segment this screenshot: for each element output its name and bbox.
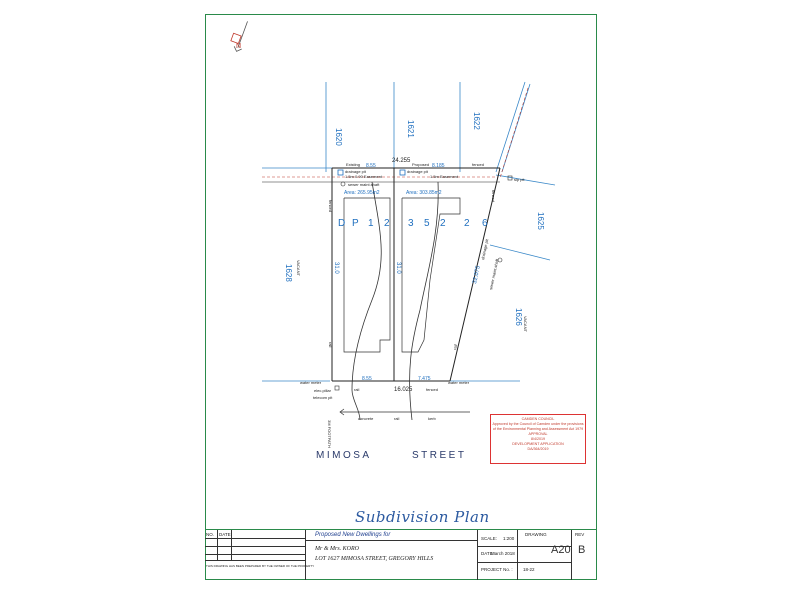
tb-note: THIS DRAWING HAS BEEN PREPARED BY THE OW… bbox=[206, 564, 315, 568]
svg-text:Area: 265.95m2: Area: 265.95m2 bbox=[344, 190, 380, 196]
pit-symbols bbox=[334, 169, 513, 391]
lot-number: 1622 bbox=[472, 112, 481, 130]
building-footprints bbox=[343, 197, 461, 353]
tb-date-header: DATE bbox=[219, 532, 231, 537]
lot-number: 1620 bbox=[334, 128, 343, 146]
dimension-labels: 24.255 8.55 8.185 16.025 8.55 7.475 31.0… bbox=[333, 158, 482, 393]
svg-text:drainage pit: drainage pit bbox=[407, 169, 429, 174]
dp-label: D P 1 2 3 5 2 2 6 bbox=[338, 218, 488, 229]
svg-text:8.185: 8.185 bbox=[432, 163, 445, 169]
svg-text:1.5m 0.90 Easement: 1.5m 0.90 Easement bbox=[345, 174, 383, 179]
svg-text:8.55: 8.55 bbox=[366, 163, 376, 169]
lot-number: 1628 bbox=[284, 264, 293, 282]
scale-label: SCALE: bbox=[481, 536, 498, 541]
council-approval-stamp: CAMDEN COUNCIL Approved by the Council o… bbox=[490, 414, 586, 464]
svg-text:P: P bbox=[352, 218, 359, 229]
svg-text:VACANT: VACANT bbox=[523, 316, 528, 332]
svg-text:24.255: 24.255 bbox=[392, 158, 411, 164]
lot-number: 1626 bbox=[514, 308, 523, 326]
svg-text:2: 2 bbox=[440, 218, 446, 229]
title-block: NO. DATE THIS DRAWING HAS BEEN PREPARED … bbox=[205, 529, 597, 580]
svg-text:7.475: 7.475 bbox=[418, 376, 431, 382]
svg-text:8.55: 8.55 bbox=[362, 376, 372, 382]
svg-text:Area: 303.85m2: Area: 303.85m2 bbox=[406, 190, 442, 196]
svg-text:fenced: fenced bbox=[491, 190, 496, 202]
drawing-label: DRAWING bbox=[525, 532, 547, 537]
site-boundary bbox=[262, 167, 501, 382]
svg-text:water meter: water meter bbox=[300, 380, 322, 385]
svg-text:1: 1 bbox=[368, 218, 374, 229]
rev-value: B bbox=[578, 544, 586, 556]
svg-text:telecom pit: telecom pit bbox=[313, 395, 333, 400]
svg-text:water meter: water meter bbox=[448, 380, 470, 385]
svg-text:fenced: fenced bbox=[472, 162, 484, 167]
svg-text:32.075: 32.075 bbox=[472, 265, 482, 285]
svg-text:1.5m Easement: 1.5m Easement bbox=[430, 174, 459, 179]
svg-text:fenced: fenced bbox=[426, 387, 438, 392]
street-name-right: STREET bbox=[412, 450, 467, 461]
project-no-label: PROJECT No. : bbox=[481, 567, 513, 572]
plan-title: Subdivision Plan bbox=[355, 508, 490, 526]
tb-no-header: NO. bbox=[206, 532, 215, 537]
svg-text:sip pit: sip pit bbox=[514, 177, 525, 182]
svg-text:D: D bbox=[338, 218, 345, 229]
svg-text:Existing: Existing bbox=[346, 162, 360, 167]
lot-number: 1621 bbox=[406, 120, 415, 138]
project-title: Proposed New Dwellings for bbox=[315, 532, 391, 538]
svg-text:elec.pillar: elec.pillar bbox=[314, 388, 332, 393]
svg-text:rail: rail bbox=[354, 387, 359, 392]
svg-text:drainage pit: drainage pit bbox=[480, 238, 489, 260]
svg-text:kerb: kerb bbox=[428, 416, 437, 421]
svg-text:31.0: 31.0 bbox=[333, 262, 339, 274]
svg-text:16.025: 16.025 bbox=[394, 387, 413, 393]
svg-text:2: 2 bbox=[384, 218, 390, 229]
footpath bbox=[339, 408, 470, 416]
svg-text:concrete: concrete bbox=[358, 416, 374, 421]
rev-label: REV bbox=[575, 532, 585, 537]
svg-text:rail: rail bbox=[394, 416, 399, 421]
svg-text:6: 6 bbox=[482, 218, 488, 229]
project-no-value: 18-22 bbox=[523, 567, 535, 572]
plan-annotations: Existing Proposed fenced drainage pit 1.… bbox=[296, 162, 528, 448]
date-label: DATE: bbox=[481, 551, 494, 556]
svg-text:sewer maint.shaft: sewer maint.shaft bbox=[348, 182, 380, 187]
compass-label: N bbox=[236, 43, 241, 50]
drawing-number: A20 bbox=[551, 544, 571, 556]
svg-text:31.0: 31.0 bbox=[395, 262, 401, 274]
site-address: LOT 1627 MIMOSA STREET, GREGORY HILLS bbox=[315, 556, 434, 562]
svg-text:2: 2 bbox=[464, 218, 470, 229]
svg-text:sewer maint.shaft: sewer maint.shaft bbox=[488, 258, 500, 291]
date-value: March 2018 bbox=[491, 551, 515, 556]
svg-text:Proposed: Proposed bbox=[412, 162, 429, 167]
north-arrow-icon bbox=[230, 21, 248, 52]
svg-text:rail: rail bbox=[328, 342, 333, 347]
svg-text:3: 3 bbox=[408, 218, 414, 229]
sewer-lines bbox=[351, 181, 439, 421]
scale-value: 1:200 bbox=[503, 536, 515, 541]
client-name: Mr & Mrs. KORO bbox=[315, 546, 360, 552]
svg-text:VACANT: VACANT bbox=[296, 260, 301, 276]
easement-line bbox=[262, 87, 529, 179]
svg-text:rail: rail bbox=[452, 344, 458, 350]
svg-text:3M FOOTPATH: 3M FOOTPATH bbox=[327, 420, 332, 448]
svg-text:fenced: fenced bbox=[328, 200, 333, 212]
street-name-left: MIMOSA bbox=[316, 450, 372, 461]
svg-text:5: 5 bbox=[424, 218, 430, 229]
svg-text:drainage pit: drainage pit bbox=[345, 169, 367, 174]
drawing-sheet bbox=[205, 14, 597, 580]
lot-number: 1625 bbox=[536, 212, 545, 230]
